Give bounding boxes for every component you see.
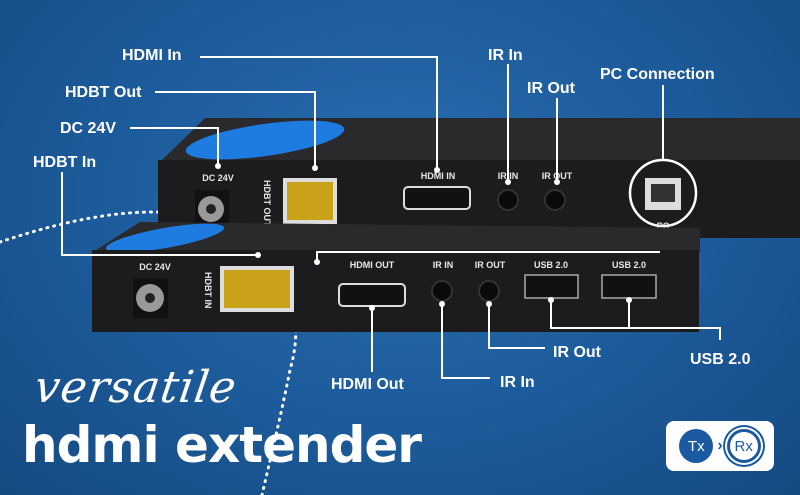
ir-out-jack [544, 189, 566, 211]
hdmi-port [403, 186, 471, 210]
brand-swoosh [185, 120, 345, 160]
transmitter-device: DC 24V HDBT OUT HDMI IN IR IN IR OUT PC [158, 118, 800, 238]
ir-in-jack [497, 189, 519, 211]
port-label-hdbt-out: HDBT OUT [262, 180, 272, 227]
callout-hdmi-in: HDMI In [122, 47, 182, 64]
callout-hdbt-out: HDBT Out [65, 84, 142, 101]
port-label-ir-in: IR IN [433, 260, 454, 270]
chevron-right-icon: › [717, 437, 723, 454]
hdmi-port [338, 283, 406, 307]
port-label-hdmi-out: HDMI OUT [350, 260, 395, 270]
usb-a-port-2 [601, 274, 657, 299]
headline-script: versatile [31, 362, 241, 413]
port-label-usb-2: USB 2.0 [612, 260, 646, 270]
usb-a-port-1 [524, 274, 579, 299]
callout-ir-in-rx: IR In [500, 374, 535, 391]
callout-usb: USB 2.0 [690, 351, 751, 368]
port-label-ir-out: IR OUT [475, 260, 506, 270]
port-label-usb-1: USB 2.0 [534, 260, 568, 270]
port-label-pc: PC [657, 221, 670, 231]
ir-in-jack [431, 280, 453, 302]
callout-dc-24v: DC 24V [60, 120, 116, 137]
callout-hdbt-in: HDBT In [33, 154, 96, 171]
port-label-dc: DC 24V [202, 173, 234, 183]
tx-rx-badge: Tx › Rx [666, 421, 774, 471]
port-label-hdmi-in: HDMI IN [421, 171, 456, 181]
callout-ir-out-rx: IR Out [553, 344, 602, 361]
receiver-device: DC 24V HDBT IN HDMI OUT IR IN IR OUT USB… [92, 222, 700, 332]
rx-circle: Rx [726, 429, 761, 463]
tx-circle: Tx [679, 429, 714, 463]
callout-pc-connection: PC Connection [600, 66, 715, 83]
callout-lines [61, 56, 721, 379]
callout-hdmi-out: HDMI Out [331, 376, 405, 393]
port-label-hdbt-in: HDBT IN [203, 272, 213, 309]
port-label-dc: DC 24V [139, 262, 171, 272]
callout-ir-out-tx: IR Out [527, 80, 576, 97]
callout-ir-in-tx: IR In [488, 47, 523, 64]
headline-main: hdmi extender [22, 416, 422, 474]
ir-out-jack [478, 280, 500, 302]
